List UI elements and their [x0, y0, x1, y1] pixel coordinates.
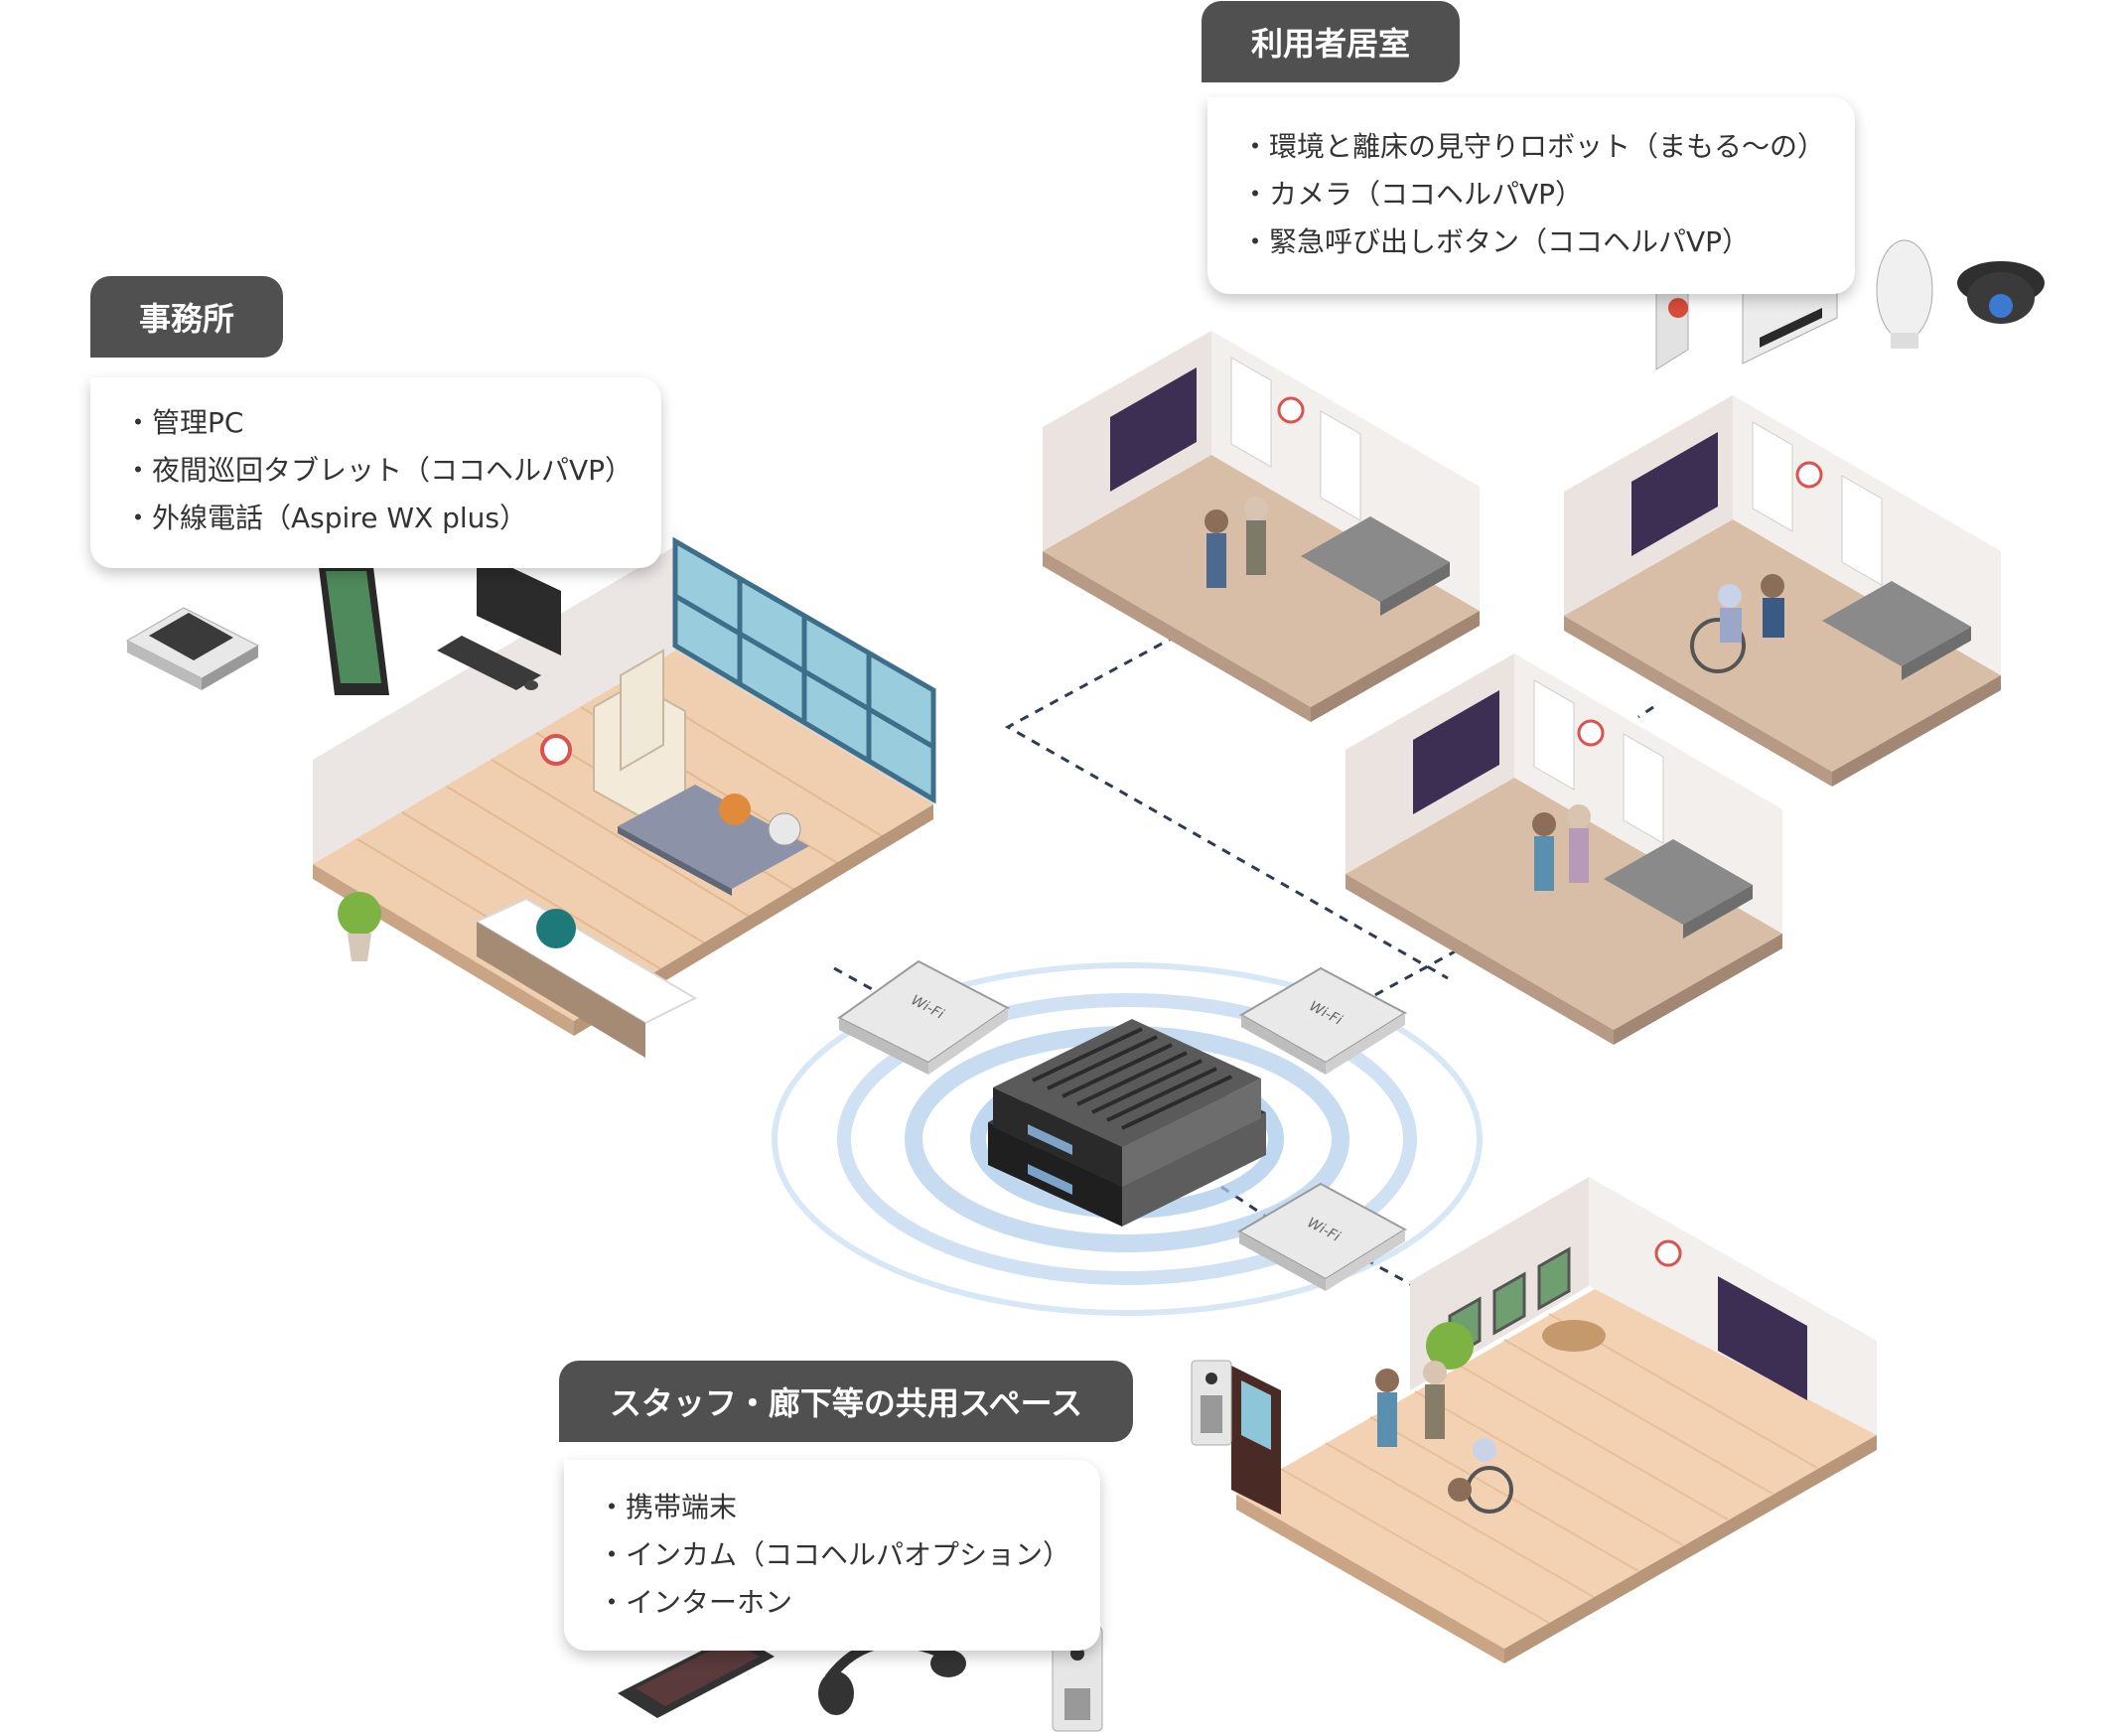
office-devices	[125, 551, 561, 695]
common-space-items-list: 携帯端末 インカム（ココヘルパオプション） インターホン	[598, 1484, 1100, 1627]
intercom-icon	[1052, 1626, 1103, 1732]
resident-room-item: 緊急呼び出しボタン（ココヘルパVP）	[1241, 218, 1855, 266]
link-room2	[1637, 705, 1654, 719]
link-room3	[1359, 941, 1471, 1005]
dome-camera-icon	[1957, 261, 2045, 324]
desktop-pc-icon	[437, 551, 561, 690]
office-item: 外線電話（Aspire WX plus）	[124, 495, 661, 542]
resident-room-1	[1043, 331, 1480, 722]
common-space-item: インカム（ココヘルパオプション）	[598, 1531, 1100, 1579]
access-point-1: Wi-Fi	[837, 959, 1010, 1075]
common-space-item: 携帯端末	[598, 1484, 1100, 1531]
access-point-3: Wi-Fi	[1236, 1182, 1407, 1291]
office-items-list: 管理PC 夜間巡回タブレット（ココヘルパVP） 外線電話（Aspire WX p…	[124, 399, 661, 542]
headset-icon	[818, 1638, 966, 1715]
common-devices	[618, 1360, 1232, 1732]
intercom-icon-wall	[1191, 1360, 1232, 1446]
office-room	[313, 536, 936, 1058]
resident-room-3	[1346, 653, 1782, 1045]
common-space-room	[1231, 1177, 1877, 1664]
resident-room-title: 利用者居室	[1250, 25, 1410, 63]
office-item: 管理PC	[124, 399, 661, 447]
common-space-item: インターホン	[598, 1579, 1100, 1627]
desk-phone-icon	[125, 607, 260, 690]
office-title: 事務所	[138, 300, 234, 338]
resident-room-title-tag: 利用者居室	[1202, 1, 1460, 82]
office-items-card: 管理PC 夜間巡回タブレット（ココヘルパVP） 外線電話（Aspire WX p…	[90, 377, 661, 568]
tablet-icon	[318, 559, 389, 695]
office-title-tag: 事務所	[90, 276, 283, 358]
sensor-icon	[1876, 239, 1933, 349]
link-room1	[1004, 634, 1449, 980]
resident-room-item: 環境と離床の見守りロボット（まもる〜の）	[1241, 123, 1855, 171]
resident-room-items-card: 環境と離床の見守りロボット（まもる〜の） カメラ（ココヘルパVP） 緊急呼び出し…	[1207, 97, 1855, 294]
common-space-title-tag: スタッフ・廊下等の共用スペース	[559, 1361, 1133, 1442]
resident-room-item: カメラ（ココヘルパVP）	[1241, 171, 1855, 218]
resident-room-items-list: 環境と離床の見守りロボット（まもる〜の） カメラ（ココヘルパVP） 緊急呼び出し…	[1241, 123, 1855, 266]
common-space-items-card: 携帯端末 インカム（ココヘルパオプション） インターホン	[564, 1460, 1100, 1651]
access-point-2: Wi-Fi	[1238, 966, 1408, 1075]
resident-room-2	[1564, 395, 2001, 787]
smartphone-icon	[618, 1634, 775, 1718]
office-item: 夜間巡回タブレット（ココヘルパVP）	[124, 447, 661, 495]
server-unit	[988, 1019, 1266, 1227]
common-space-title: スタッフ・廊下等の共用スペース	[609, 1384, 1083, 1422]
